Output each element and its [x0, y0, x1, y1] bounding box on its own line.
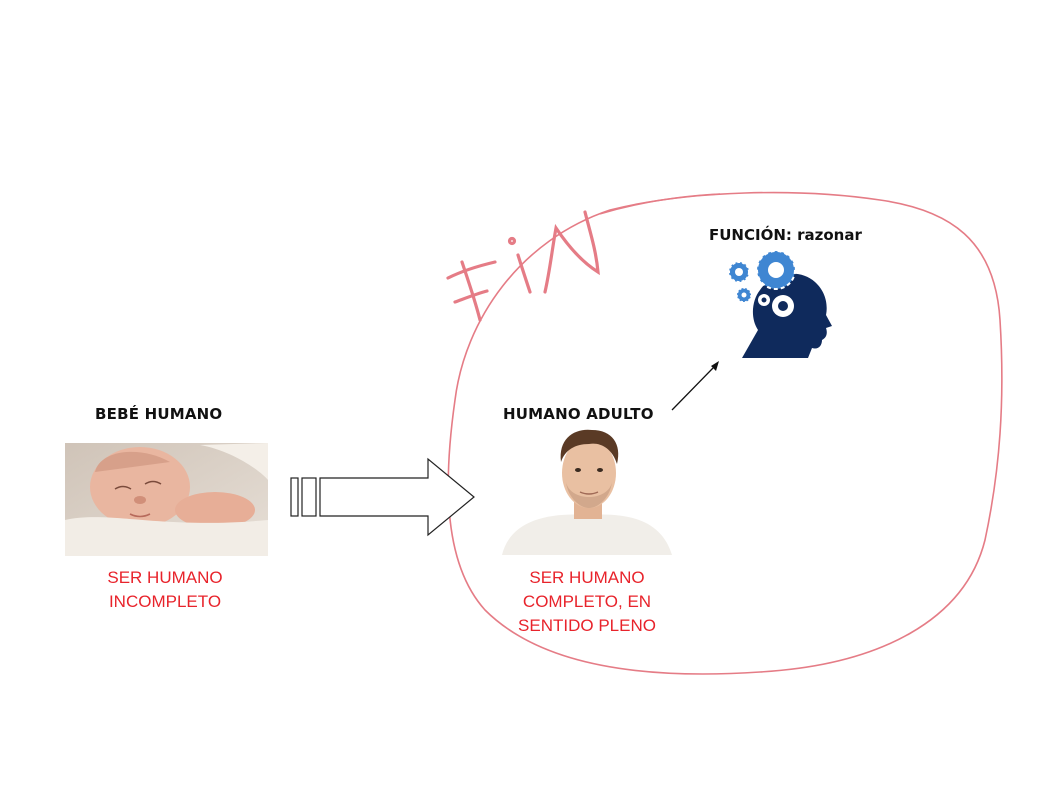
adult-title: HUMANO ADULTO [503, 405, 654, 423]
adult-caption-line2: COMPLETO, EN [522, 592, 652, 611]
adult-photo [499, 425, 677, 555]
baby-photo [65, 443, 268, 556]
handwritten-fin [446, 210, 600, 322]
head-with-gears-icon [728, 250, 832, 358]
baby-caption-line2: INCOMPLETO [108, 592, 222, 611]
adult-caption: SER HUMANO COMPLETO, EN SENTIDO PLENO [487, 566, 687, 638]
function-title-bold: FUNCIÓN: [709, 226, 792, 244]
block-arrow-icon [290, 457, 475, 537]
baby-title: BEBÉ HUMANO [95, 405, 223, 423]
baby-caption: SER HUMANO INCOMPLETO [60, 566, 270, 614]
function-title-rest: razonar [791, 226, 862, 244]
hand-drawn-circle-overlap [599, 193, 721, 215]
adult-caption-line3: SENTIDO PLENO [518, 616, 656, 635]
function-title: FUNCIÓN: razonar [709, 226, 862, 244]
adult-caption-line1: SER HUMANO [529, 568, 645, 587]
hand-drawn-circle [447, 191, 1003, 675]
baby-caption-line1: SER HUMANO [107, 568, 223, 587]
pointer-arrow [671, 361, 719, 411]
